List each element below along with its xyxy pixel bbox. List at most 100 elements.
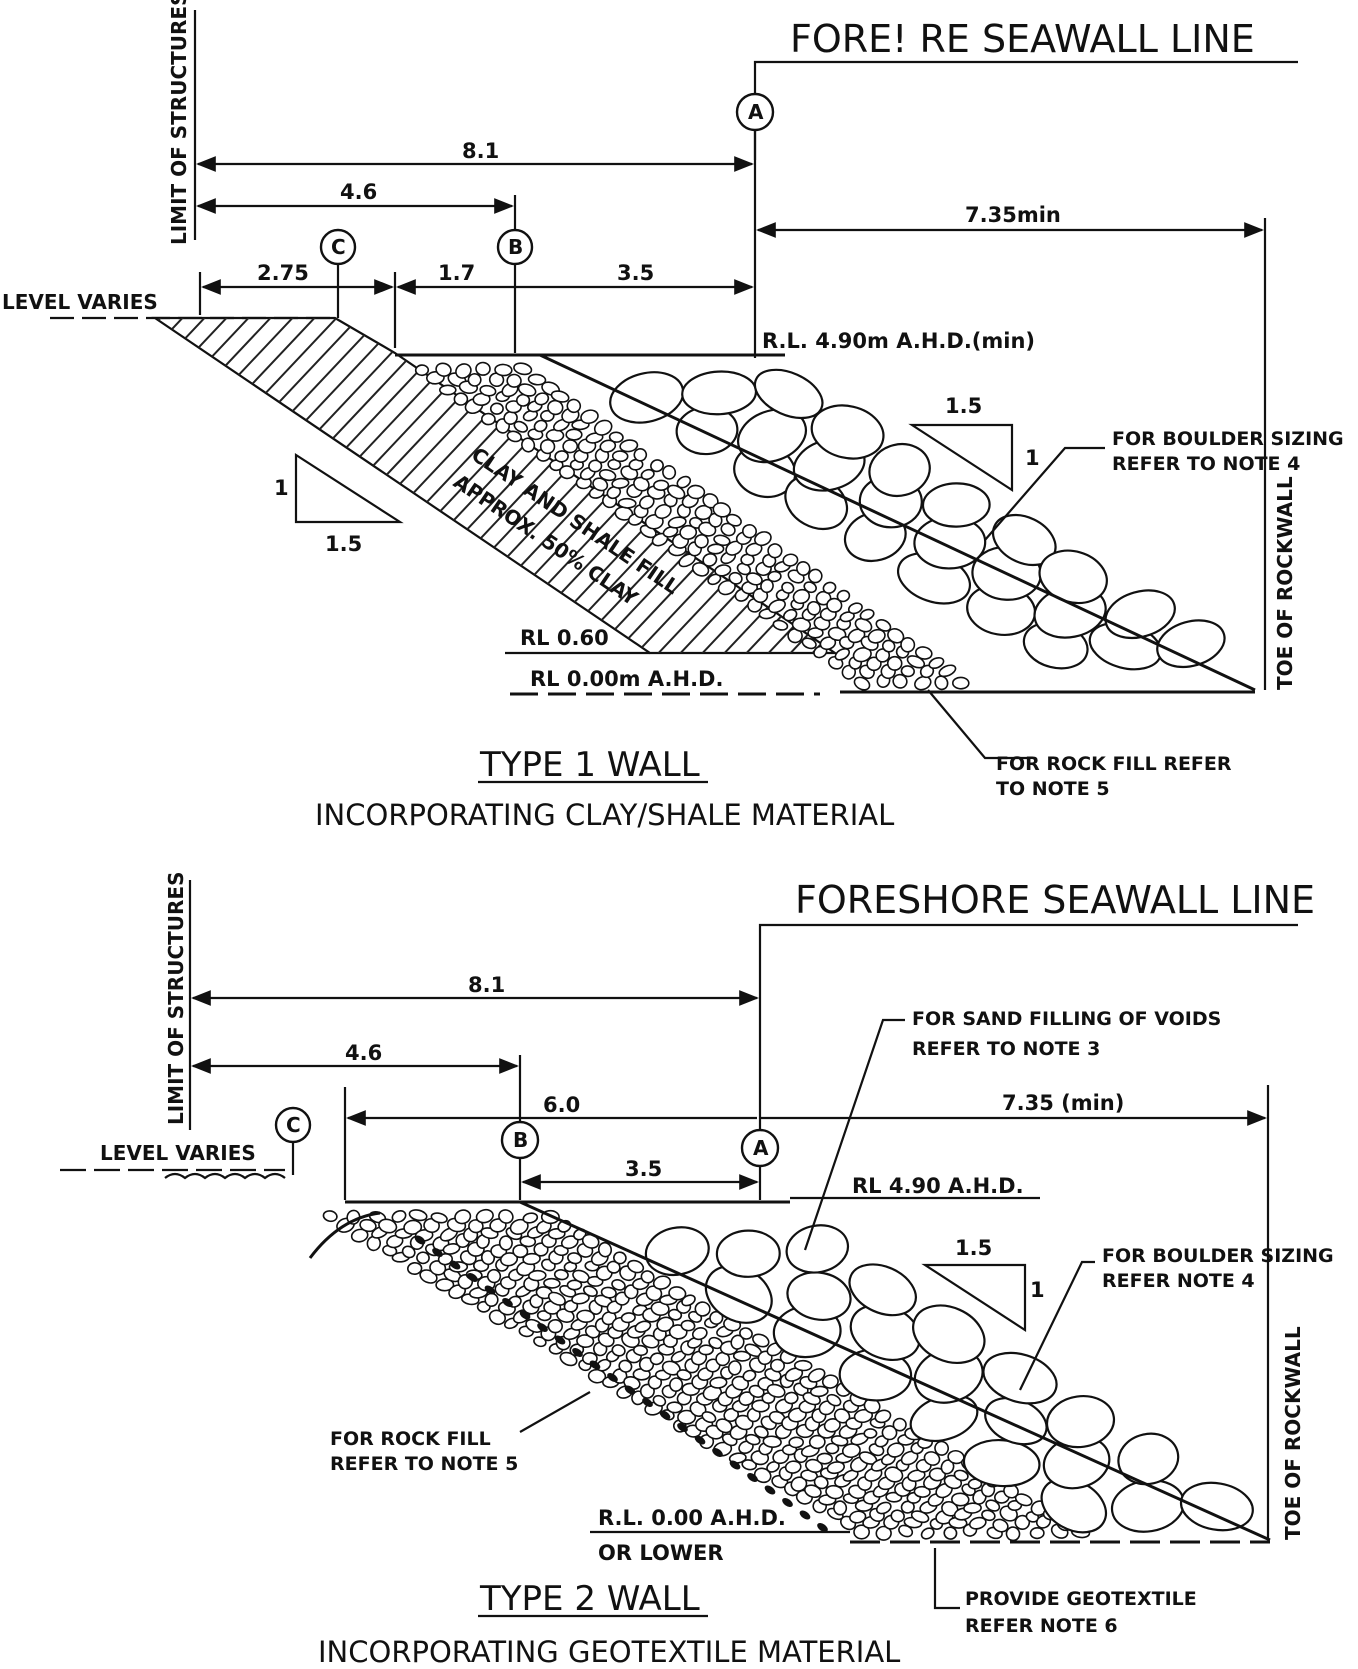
rock-fill-stone xyxy=(992,1518,1009,1533)
hatch-line xyxy=(211,318,543,653)
type1-slope-right-rise: 1 xyxy=(1025,446,1040,470)
rock-fill-stone xyxy=(611,450,629,463)
rock-fill-stone xyxy=(808,1434,826,1450)
armour-boulder xyxy=(868,442,931,498)
rock-fill-stone xyxy=(652,1394,667,1407)
rock-fill-stone xyxy=(359,1218,377,1233)
rock-fill-stone xyxy=(900,1500,915,1514)
rock-fill-stone xyxy=(479,384,497,397)
rock-fill-stone xyxy=(914,675,932,691)
rock-fill-stone xyxy=(506,430,522,443)
rock-fill-stone xyxy=(597,1241,613,1258)
rock-fill-stone xyxy=(793,1359,813,1372)
hatch-line xyxy=(155,318,367,653)
rock-fill-stone xyxy=(767,543,783,559)
rock-fill-stone xyxy=(588,459,603,473)
rock-fill-stone xyxy=(681,1294,696,1307)
rock-fill-stone xyxy=(1005,1526,1021,1542)
rock-fill-stone xyxy=(656,1316,675,1333)
rock-fill-stone xyxy=(566,1279,583,1291)
rock-fill-stone xyxy=(836,589,851,603)
rock-fill-stone xyxy=(953,1469,969,1482)
hatch-line xyxy=(167,318,499,653)
rock-fill-stone xyxy=(391,1209,407,1223)
geotextile-stone xyxy=(414,1235,426,1245)
geotextile-stone xyxy=(432,1248,443,1257)
rock-fill-stone xyxy=(796,561,811,576)
rock-fill-stone xyxy=(669,1377,684,1392)
hatch-line xyxy=(155,318,411,653)
rock-fill-stone xyxy=(522,1252,541,1266)
rock-fill-stone xyxy=(498,1235,513,1251)
type1-seawall-line-label: FORE! RE SEAWALL LINE xyxy=(790,17,1255,61)
rock-fill-stone xyxy=(745,1433,761,1446)
hatch-line xyxy=(155,318,257,653)
rock-fill-stone xyxy=(640,468,655,481)
rock-fill-stone xyxy=(788,1436,804,1449)
rock-fill-stone xyxy=(694,504,713,521)
rock-fill-stone xyxy=(815,590,832,606)
rock-fill-stone xyxy=(701,1411,717,1424)
rock-fill-stone xyxy=(823,1418,841,1433)
rock-fill-stone xyxy=(662,526,679,538)
type2-note-geo-2: REFER NOTE 6 xyxy=(965,1615,1118,1637)
rock-fill-stone xyxy=(686,484,706,500)
rock-fill-stone xyxy=(826,1393,842,1407)
geotextile-stone xyxy=(694,1435,706,1445)
type2-toe-label: TOE OF ROCKWALL xyxy=(1281,1326,1305,1540)
type1-marker-b: B xyxy=(508,235,523,259)
rock-fill-stone xyxy=(816,1452,833,1465)
rock-fill-stone xyxy=(807,568,823,584)
rock-fill-stone xyxy=(407,1261,423,1276)
rock-fill-stone xyxy=(437,1252,453,1266)
type1-limit-label: LIMIT OF STRUCTURES xyxy=(167,0,191,245)
type2-dim-6-0: 6.0 xyxy=(543,1093,580,1117)
rock-fill-stone xyxy=(732,1350,752,1362)
rock-fill-stone xyxy=(533,419,548,433)
rock-fill-stone xyxy=(784,1460,802,1474)
geotextile-stone xyxy=(764,1485,776,1495)
armour-boulder xyxy=(962,1439,1041,1488)
rock-fill-stone xyxy=(1014,1493,1033,1507)
type2-marker-c: C xyxy=(286,1113,301,1137)
rock-fill-stone xyxy=(691,562,710,577)
rock-fill-stone xyxy=(533,1336,547,1348)
rock-fill-stone xyxy=(550,390,570,403)
rock-fill-stone xyxy=(723,1407,740,1423)
geotextile-stone xyxy=(642,1398,653,1407)
geotextile-stone xyxy=(502,1298,513,1307)
type1-dim-8-1: 8.1 xyxy=(462,139,499,163)
rock-fill-stone xyxy=(545,428,565,442)
rock-fill-stone xyxy=(914,646,933,660)
hatch-line xyxy=(0,310,80,660)
rock-fill-stone xyxy=(900,665,915,678)
rock-fill-stone xyxy=(598,469,617,482)
rock-fill-stone xyxy=(752,1333,770,1348)
rock-fill-stone xyxy=(834,647,851,661)
armour-boulder xyxy=(786,1271,852,1321)
rock-fill-stone xyxy=(513,362,533,376)
type2-subtitle: INCORPORATING GEOTEXTILE MATERIAL xyxy=(318,1635,900,1669)
rock-fill-stone xyxy=(951,1492,970,1507)
geotextile-stone xyxy=(467,1273,478,1282)
type2-rl-top: RL 4.90 A.H.D. xyxy=(852,1174,1024,1198)
rock-fill-stone xyxy=(634,1320,652,1333)
rock-fill-stone xyxy=(554,450,569,463)
rock-fill-stone xyxy=(676,1369,692,1381)
rock-fill-stone xyxy=(567,1252,583,1265)
rock-fill-stone xyxy=(892,1417,907,1432)
rock-fill-stone xyxy=(522,1212,539,1224)
rock-fill-stone xyxy=(563,1327,581,1341)
rock-fill-stone xyxy=(438,384,457,396)
rock-fill-stone xyxy=(766,1383,786,1398)
rock-fill-stone xyxy=(408,1209,428,1222)
rock-fill-stone xyxy=(753,1467,772,1484)
rock-fill-stone xyxy=(559,465,575,480)
rock-fill-stone xyxy=(694,1301,711,1317)
rock-fill-stone xyxy=(613,1251,627,1265)
rock-fill-stone xyxy=(481,412,496,426)
hatch-line xyxy=(155,318,279,653)
hatch-line xyxy=(155,318,477,653)
rock-fill-stone xyxy=(822,581,837,594)
